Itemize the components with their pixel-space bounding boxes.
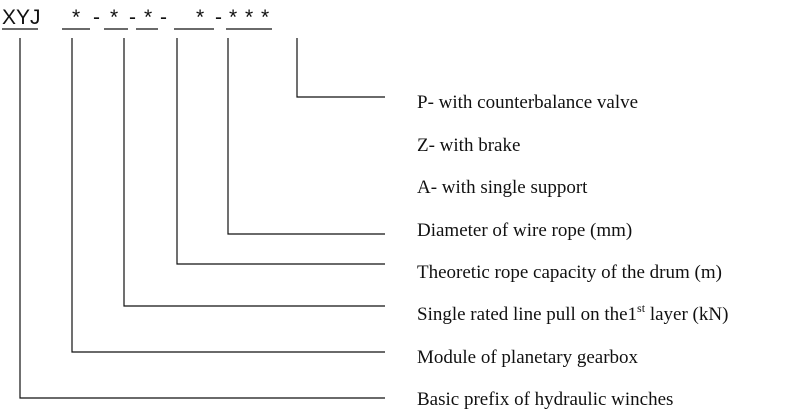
leader-line-gearbox [71,38,385,353]
code-placeholder-4: * [196,6,204,29]
code-placeholder-3: * [144,6,152,29]
descriptions: P- with counterbalance valve Z- with bra… [417,92,728,410]
desc-gearbox-module: Module of planetary gearbox [417,347,639,368]
code-separator-1: - [93,6,100,29]
desc-line-pull-superscript: st [637,301,646,315]
leader-line-counterbalance [296,38,385,98]
code-placeholder-6: * [245,6,253,29]
leader-line-line-pull [123,38,385,307]
desc-line-pull-main: Single rated line pull on the1 [417,304,637,325]
desc-line-pull-rest: layer (kN) [645,304,728,325]
leader-lines [19,38,385,399]
desc-counterbalance-valve: P- with counterbalance valve [417,92,638,113]
code-prefix: XYJ [2,6,41,29]
leader-line-rope-capacity [176,38,385,265]
model-code: XYJ * - * - * - * - * * * [2,6,272,30]
code-placeholder-7: * [261,6,269,29]
desc-wire-rope-diameter: Diameter of wire rope (mm) [417,220,632,241]
code-placeholder-1: * [72,6,80,29]
leader-line-prefix [19,38,385,399]
code-separator-3: - [160,6,167,29]
desc-rope-capacity: Theoretic rope capacity of the drum (m) [417,262,722,283]
code-placeholder-2: * [110,6,118,29]
code-separator-2: - [129,6,136,29]
desc-single-support: A- with single support [417,177,588,198]
desc-line-pull: Single rated line pull on the1st layer (… [417,301,728,325]
code-separator-4: - [215,6,222,29]
desc-brake: Z- with brake [417,135,520,156]
desc-prefix-meaning: Basic prefix of hydraulic winches [417,389,673,410]
leader-line-wire-rope [227,38,385,235]
code-placeholder-5: * [229,6,237,29]
